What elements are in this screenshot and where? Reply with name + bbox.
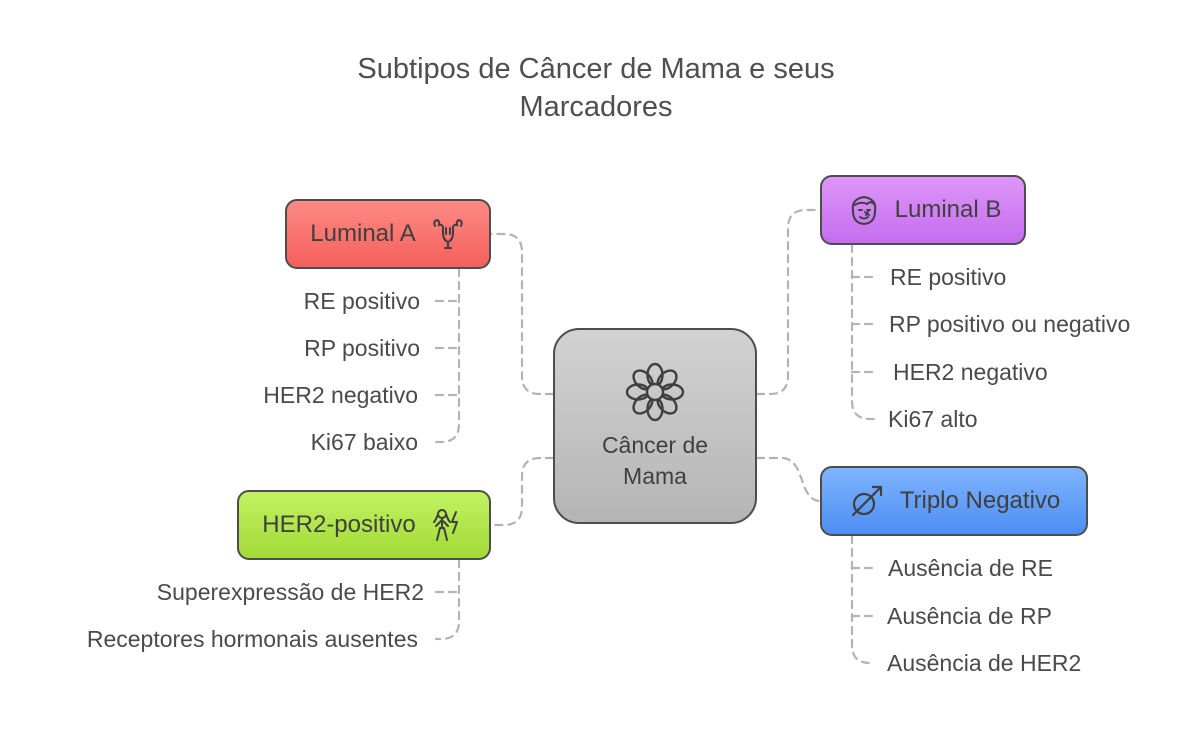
luminal-b-item-2: RP positivo ou negativo — [889, 311, 1131, 337]
luminal-a-label: Luminal A — [310, 220, 416, 247]
triplo-negativo-label: Triplo Negativo — [899, 487, 1061, 514]
connector-luminal-a-items — [434, 267, 461, 444]
crossed-male-icon — [848, 482, 886, 520]
her2-positivo-item-2: Receptores hormonais ausentes — [86, 626, 418, 652]
connector-luminal-b — [755, 208, 822, 396]
triplo-negativo-item-3: Ausência de HER2 — [887, 650, 1082, 676]
diagram-title: Subtipos de Câncer de Mama e seus Marcad… — [296, 50, 896, 126]
luminal-b-label: Luminal B — [894, 196, 1002, 223]
connector-triplo-negativo-items — [850, 534, 876, 665]
connector-triplo-negativo — [755, 456, 822, 503]
woman-lightning-icon — [428, 506, 466, 544]
title-line-1: Subtipos de Câncer de Mama e seus — [357, 53, 835, 85]
flower-icon — [623, 360, 687, 424]
her2-positivo-item-1: Superexpressão de HER2 — [156, 579, 424, 605]
connector-luminal-b-items — [850, 243, 876, 421]
triplo-negativo-item-1: Ausência de RE — [888, 555, 1053, 581]
center-label: Câncer de Mama — [601, 432, 709, 489]
luminal-a-item-1: RE positivo — [303, 288, 420, 314]
luminal-b-item-3: HER2 negativo — [893, 359, 1048, 385]
luminal-a-item-4: Ki67 baixo — [310, 429, 418, 455]
triplo-negativo-item-2: Ausência de RP — [887, 603, 1052, 629]
uterus-icon — [430, 216, 466, 252]
triplo-negativo-node: Triplo Negativo — [820, 466, 1088, 536]
luminal-a-item-2: RP positivo — [304, 335, 420, 361]
connector-her2-items — [434, 558, 461, 641]
her2-positivo-node: HER2-positivo — [237, 490, 491, 560]
her2-positivo-label: HER2-positivo — [262, 511, 416, 538]
connector-her2 — [489, 456, 555, 527]
luminal-b-item-4: Ki67 alto — [888, 406, 978, 432]
luminal-a-node: Luminal A — [285, 199, 491, 269]
luminal-a-item-3: HER2 negativo — [263, 382, 418, 408]
title-line-2: Marcadores — [519, 91, 673, 123]
luminal-b-item-1: RE positivo — [890, 264, 1007, 290]
center-node: Câncer de Mama — [553, 328, 757, 524]
face-icon — [845, 191, 883, 229]
luminal-b-node: Luminal B — [820, 175, 1026, 245]
connector-luminal-a — [489, 232, 555, 396]
